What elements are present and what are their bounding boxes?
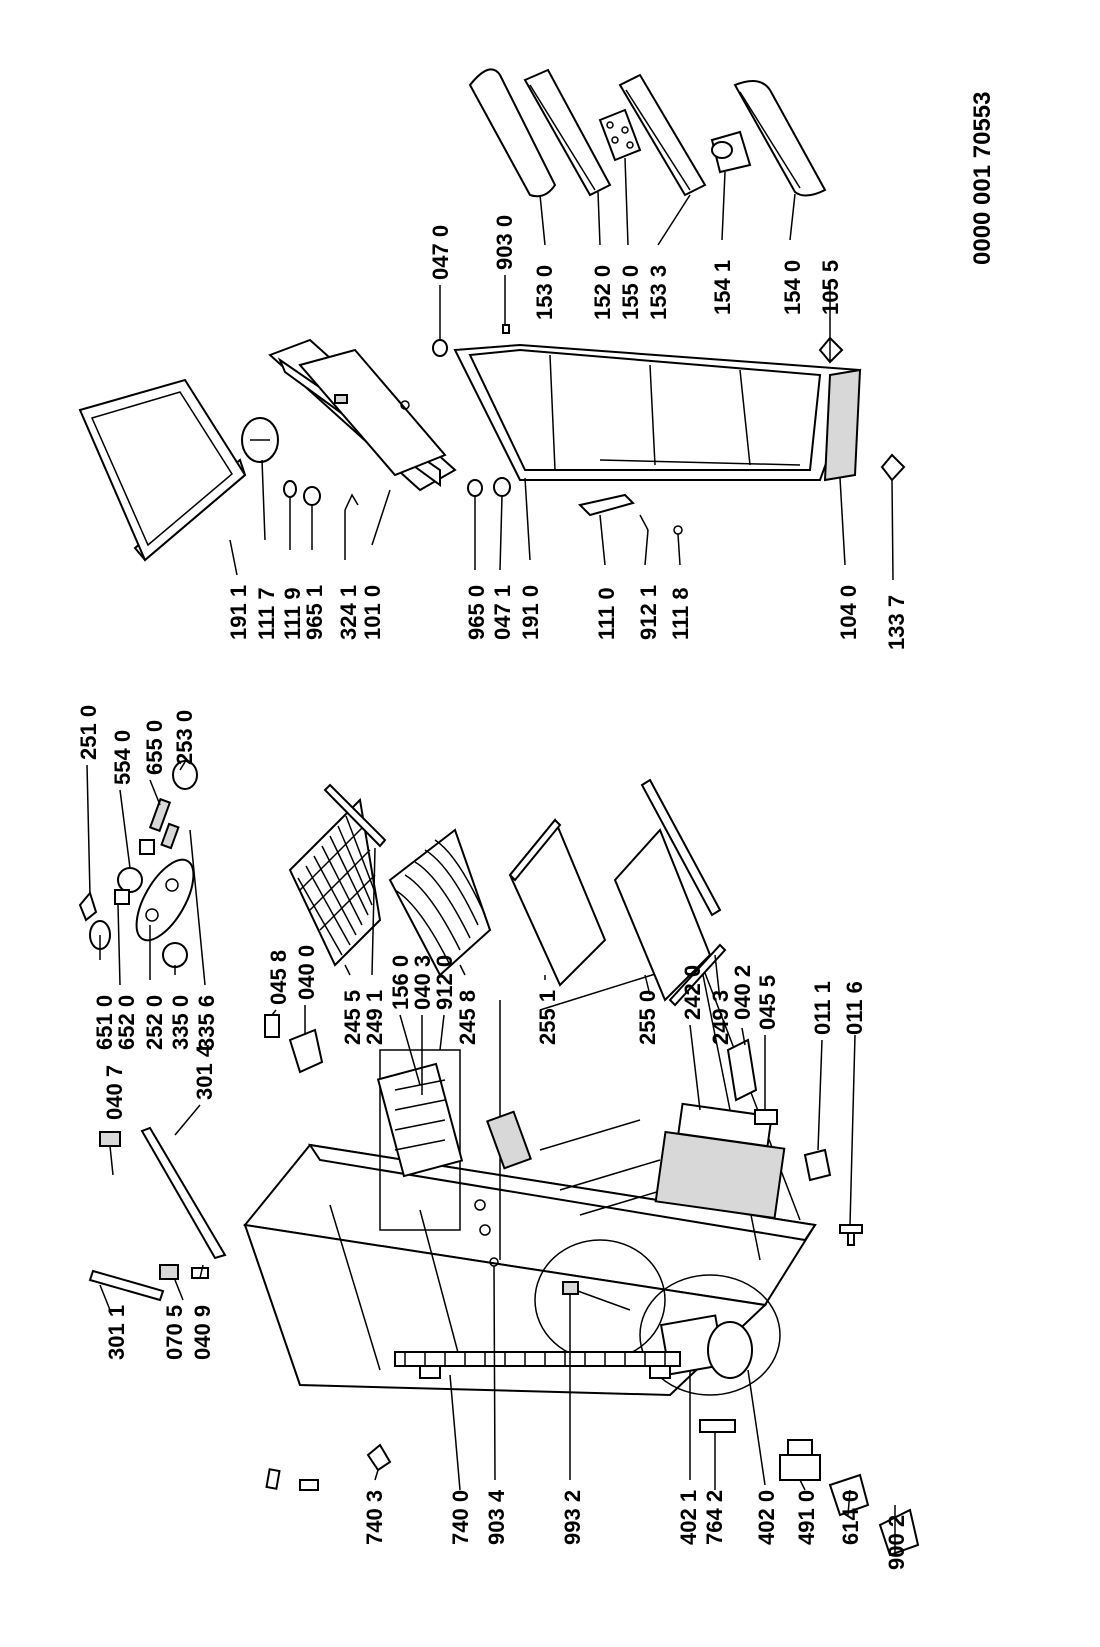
label-253-0: 253 0 (172, 710, 197, 765)
label-153-0: 153 0 (532, 265, 557, 320)
part-labels: 301 1 070 5 040 9 040 7 301 4 651 0 652 … (76, 91, 996, 1570)
label-912-0: 912 0 (432, 955, 457, 1010)
label-111-9: 111 9 (280, 587, 305, 640)
label-047-1: 047 1 (490, 585, 515, 640)
label-245-8: 245 8 (455, 990, 480, 1045)
label-651-0: 651 0 (92, 995, 117, 1050)
top-trim-strips (88, 1126, 227, 1302)
label-900-2: 900 2 (884, 1515, 909, 1570)
label-105-5: 105 5 (818, 260, 843, 315)
label-153-3: 153 3 (646, 265, 671, 320)
label-191-1: 191 1 (226, 585, 251, 640)
label-252-0: 252 0 (142, 995, 167, 1050)
part-drawings (78, 68, 920, 1557)
label-154-0: 154 0 (780, 260, 805, 315)
label-011-6: 011 6 (842, 981, 867, 1035)
label-133-7: 133 7 (884, 595, 909, 650)
label-301-1: 301 1 (104, 1305, 129, 1360)
label-491-0: 491 0 (794, 1490, 819, 1545)
label-965-0: 965 0 (464, 585, 489, 640)
label-152-0: 152 0 (590, 265, 615, 320)
label-903-0: 903 0 (492, 215, 517, 270)
label-251-0: 251 0 (76, 705, 101, 760)
label-764-2: 764 2 (702, 1490, 727, 1545)
label-011-1: 011 1 (810, 981, 835, 1035)
label-155-0: 155 0 (618, 265, 643, 320)
label-402-1: 402 1 (676, 1490, 701, 1545)
label-402-0: 402 0 (754, 1490, 779, 1545)
label-993-2: 993 2 (560, 1490, 585, 1545)
label-040-2: 040 2 (730, 965, 755, 1020)
label-249-1: 249 1 (362, 990, 387, 1045)
label-554-0: 554 0 (110, 730, 135, 785)
label-154-1: 154 1 (710, 260, 735, 315)
label-040-9: 040 9 (190, 1305, 215, 1360)
label-111-8: 111 8 (668, 587, 693, 640)
label-249-3: 249 3 (708, 990, 733, 1045)
label-104-0: 104 0 (836, 585, 861, 640)
label-965-1: 965 1 (302, 585, 327, 640)
label-070-5: 070 5 (162, 1305, 187, 1360)
diagram-reference-code: 0000 001 70553 (969, 91, 996, 265)
label-045-5: 045 5 (755, 975, 780, 1030)
label-040-3: 040 3 (410, 955, 435, 1010)
label-191-0: 191 0 (518, 585, 543, 640)
label-324-1: 324 1 (336, 585, 361, 640)
label-740-0: 740 0 (448, 1490, 473, 1545)
label-101-0: 101 0 (360, 585, 385, 640)
label-912-1: 912 1 (636, 585, 661, 640)
label-040-7: 040 7 (102, 1065, 127, 1120)
label-255-0: 255 0 (635, 990, 660, 1045)
label-156-0: 156 0 (388, 955, 413, 1010)
leader-lines (86, 157, 896, 1555)
label-047-0: 047 0 (428, 225, 453, 280)
label-245-5: 245 5 (340, 990, 365, 1045)
label-242-0: 242 0 (680, 965, 705, 1020)
label-335-0: 335 0 (168, 995, 193, 1050)
freezer-door (241, 338, 457, 511)
door-bins (468, 68, 827, 198)
fridge-door (432, 324, 906, 535)
label-111-0: 111 0 (594, 587, 619, 640)
label-111-7: 111 7 (254, 587, 279, 640)
label-301-4: 301 4 (192, 1044, 217, 1100)
label-040-0: 040 0 (294, 945, 319, 1000)
label-903-4: 903 4 (484, 1489, 509, 1545)
label-740-3: 740 3 (362, 1490, 387, 1545)
crisper-and-misc (265, 1468, 319, 1491)
label-255-1: 255 1 (535, 990, 560, 1045)
door-gasket (78, 378, 247, 562)
label-045-8: 045 8 (266, 950, 291, 1005)
label-335-6: 335 6 (194, 995, 219, 1050)
condenser (394, 1351, 681, 1379)
label-655-0: 655 0 (142, 720, 167, 775)
label-652-0: 652 0 (114, 995, 139, 1050)
label-614-0: 614 0 (838, 1490, 863, 1545)
wire-shelves (288, 783, 492, 977)
glass-shelves (508, 778, 727, 1007)
control-housing-group (78, 760, 198, 968)
